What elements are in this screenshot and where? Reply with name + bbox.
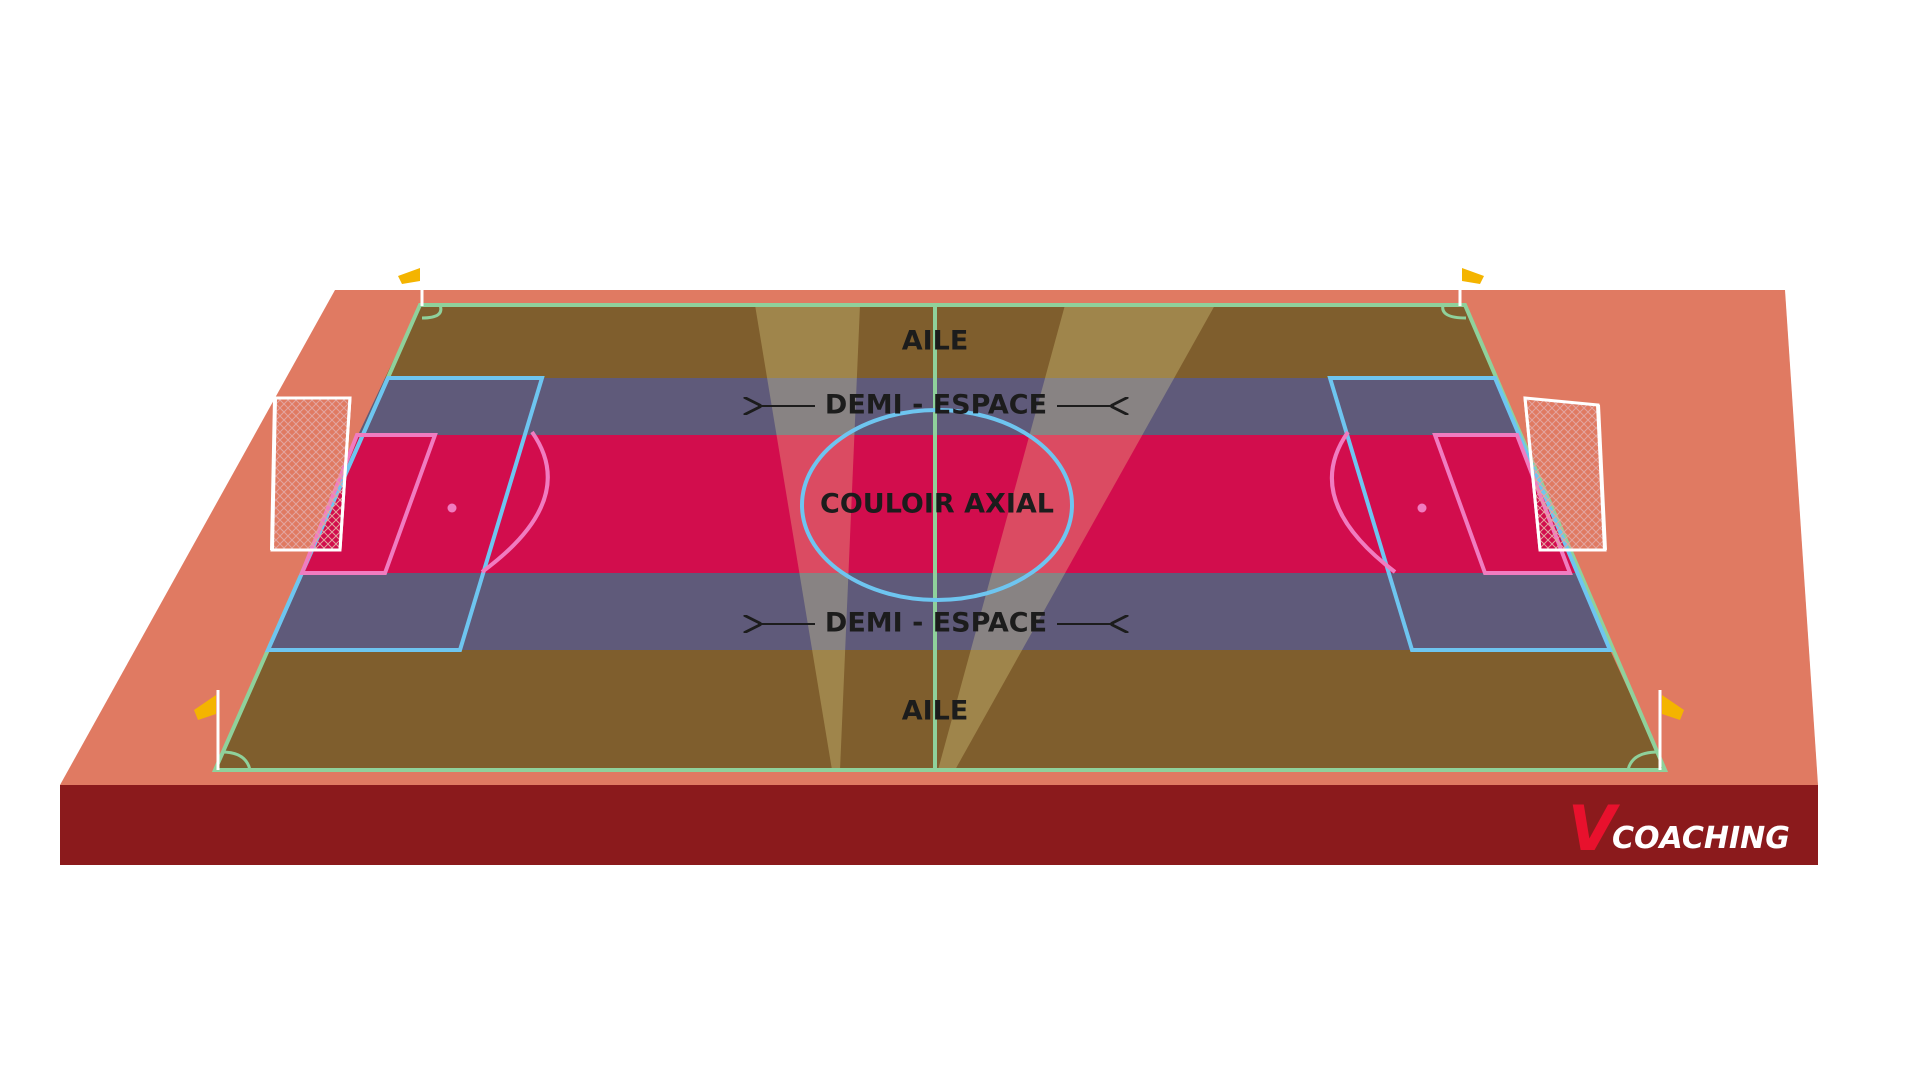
half-space-arrows [758, 406, 1114, 624]
goal-net-icon [1523, 396, 1607, 552]
label-bottom-wing: AILE [902, 696, 969, 727]
goal-area-right [1432, 433, 1573, 575]
penalty-spot-left [447, 503, 457, 513]
light-beam-left [755, 305, 860, 770]
penalty-spot-right [1417, 503, 1427, 513]
zone-top-half-space [358, 378, 1517, 435]
penalty-arc-right [1329, 430, 1397, 574]
penalty-arc-left [480, 430, 550, 574]
corner-flag-icon [398, 268, 424, 306]
brand-logo: V COACHING [1568, 792, 1790, 865]
corner-flag-icon [194, 690, 220, 770]
light-beams [755, 305, 1215, 770]
corner-arc-top-left [421, 304, 443, 320]
corner-arc-bottom-right [1626, 750, 1659, 771]
pitch-zones [215, 305, 1665, 770]
corner-arc-bottom-left [221, 750, 252, 771]
goal-net-icon [270, 396, 352, 552]
center-circle [800, 408, 1074, 602]
penalty-area-right [1327, 376, 1614, 652]
label-top-wing: AILE [902, 326, 969, 357]
zone-axial [300, 435, 1580, 573]
corner-flag-icon [1658, 690, 1684, 770]
zone-bottom-wing [215, 650, 1665, 770]
corner-arc-top-right [1441, 304, 1467, 320]
zone-bottom-half-space [268, 573, 1610, 650]
brand-logo-v: V [1568, 792, 1621, 865]
zone-top-wing [385, 305, 1495, 378]
platform-side [60, 785, 1818, 865]
brand-logo-name: COACHING [1612, 821, 1790, 856]
label-axial-corridor: COULOIR AXIAL [820, 489, 1054, 520]
light-beam-right [938, 305, 1215, 770]
corner-flag-icon [1458, 268, 1484, 306]
label-top-half-space: DEMI - ESPACE [825, 390, 1047, 421]
label-bottom-half-space: DEMI - ESPACE [825, 608, 1047, 639]
